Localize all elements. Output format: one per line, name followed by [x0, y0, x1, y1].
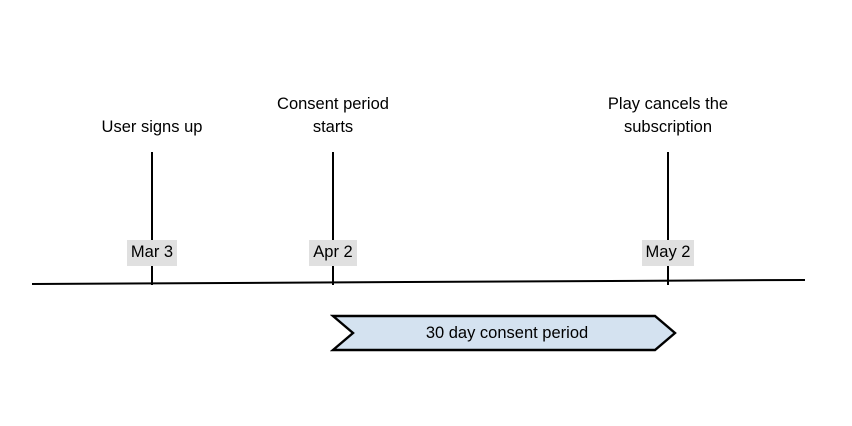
- event-date-container: Mar 3: [32, 240, 272, 266]
- timeline-axis: [31, 278, 805, 285]
- event-date-chip: May 2: [641, 240, 695, 266]
- event-date-chip: Apr 2: [309, 240, 357, 266]
- event-stem-line: [332, 152, 334, 285]
- event-title: Play cancels the subscription: [607, 95, 729, 136]
- consent-period-banner: 30 day consent period: [330, 313, 678, 353]
- event-date-container: May 2: [548, 240, 788, 266]
- event-date-chip: Mar 3: [126, 240, 178, 266]
- event-date-container: Apr 2: [213, 240, 453, 266]
- event-stem-line: [667, 152, 669, 285]
- event-stem-line: [151, 152, 153, 285]
- ribbon-chevron-shape: [330, 314, 677, 352]
- event-title: Consent period starts: [277, 95, 389, 136]
- event-title: User signs up: [101, 118, 203, 136]
